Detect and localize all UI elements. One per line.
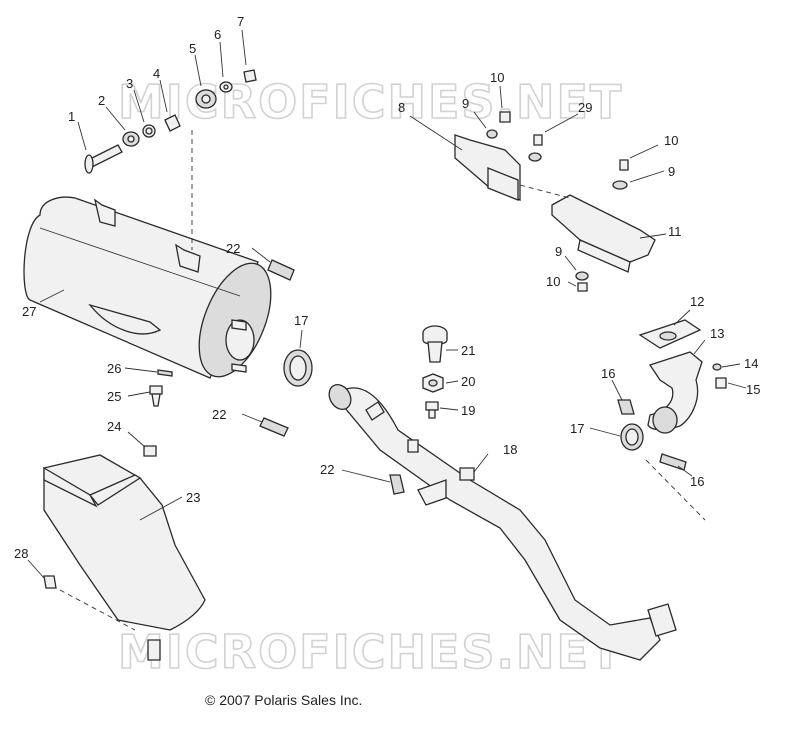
- gasket-12: [638, 319, 702, 349]
- watermark-bottom: MICROFICHES.NET: [118, 625, 623, 679]
- callout-14: 14: [744, 356, 758, 371]
- bolt-25: [149, 385, 163, 407]
- spring-22-mid: [259, 417, 289, 437]
- heat-shield-23: [43, 454, 206, 661]
- callout-19: 19: [461, 403, 475, 418]
- spring-16-lower: [659, 453, 687, 471]
- callout-9-right: 9: [668, 164, 675, 179]
- bolt-19: [425, 401, 439, 419]
- bolt-24: [143, 445, 157, 457]
- callout-20: 20: [461, 374, 475, 389]
- callout-22-low: 22: [320, 462, 334, 477]
- bracket-11: [519, 159, 656, 292]
- fastener-21: [422, 325, 448, 363]
- spring-22-top: [267, 259, 295, 281]
- callout-3: 3: [126, 76, 133, 91]
- callout-17-right: 17: [570, 421, 584, 436]
- callout-23: 23: [186, 490, 200, 505]
- callout-29: 29: [578, 100, 592, 115]
- callout-8: 8: [398, 100, 405, 115]
- stud-15: [715, 377, 727, 389]
- head-pipe-18: [328, 384, 677, 661]
- gasket-17-left: [283, 349, 313, 387]
- callout-15: 15: [746, 382, 760, 397]
- callout-12: 12: [690, 294, 704, 309]
- heat-shield-bracket-8: [454, 111, 543, 201]
- callout-10-top: 10: [490, 70, 504, 85]
- callout-11: 11: [668, 224, 682, 239]
- callout-27: 27: [22, 304, 36, 319]
- callout-21: 21: [461, 343, 475, 358]
- callout-22-top: 22: [226, 241, 240, 256]
- watermark-top: MICROFICHES.NET: [118, 75, 623, 129]
- callout-16-lower: 16: [690, 474, 704, 489]
- callout-24: 24: [107, 419, 121, 434]
- spring-16-upper: [617, 399, 635, 415]
- callout-9-top: 9: [462, 96, 469, 111]
- callout-2: 2: [98, 93, 105, 108]
- callout-5: 5: [189, 41, 196, 56]
- muffler: [23, 196, 272, 379]
- callout-16-upper: 16: [601, 366, 615, 381]
- leader-lines: [27, 29, 747, 579]
- mount-bolt-stack: [84, 69, 257, 250]
- callout-13: 13: [710, 326, 724, 341]
- callout-28: 28: [14, 546, 28, 561]
- copyright-notice: © 2007 Polaris Sales Inc.: [205, 692, 363, 708]
- callout-labels: 1 2 3 4 5 6 7 8 9 10 29 10 9 11 9 10 12 …: [14, 14, 760, 561]
- callout-10-right: 10: [664, 133, 678, 148]
- callout-25: 25: [107, 389, 121, 404]
- clip-26: [157, 369, 173, 377]
- callout-10-low: 10: [546, 274, 560, 289]
- exhaust-elbow-13: [647, 351, 703, 434]
- callout-26: 26: [107, 361, 121, 376]
- gasket-17-right: [620, 423, 644, 451]
- callout-22-mid: 22: [212, 407, 226, 422]
- callout-6: 6: [214, 27, 221, 42]
- callout-7: 7: [237, 14, 244, 29]
- spring-22-low: [389, 474, 405, 495]
- callout-18: 18: [503, 442, 517, 457]
- callout-4: 4: [153, 66, 160, 81]
- callout-9-low: 9: [555, 244, 562, 259]
- callout-1: 1: [68, 109, 75, 124]
- nut-14: [712, 363, 722, 371]
- bolt-28: [43, 575, 57, 589]
- nut-20: [422, 373, 444, 393]
- callout-17-left: 17: [294, 313, 308, 328]
